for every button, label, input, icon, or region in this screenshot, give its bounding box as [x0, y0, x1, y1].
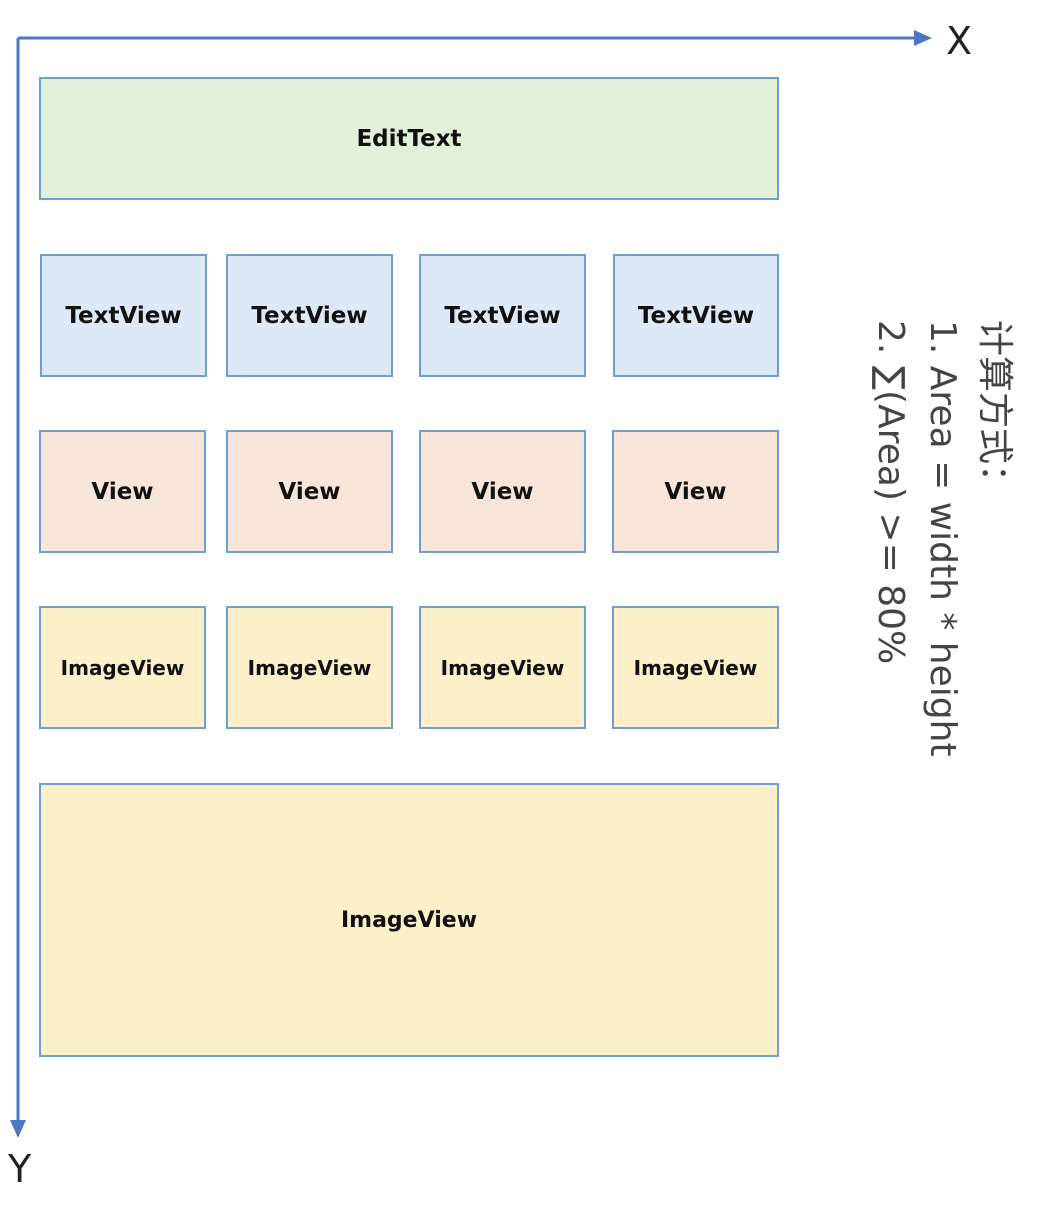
view-box-3: View	[419, 430, 586, 553]
textview-box-2: TextView	[226, 254, 393, 377]
imageview-box-4: ImageView	[612, 606, 779, 729]
x-axis-arrow-icon	[914, 30, 932, 46]
view-label: View	[471, 478, 534, 505]
textview-label: TextView	[444, 302, 561, 329]
view-label: View	[278, 478, 341, 505]
large-imageview-label: ImageView	[340, 907, 478, 933]
y-axis-arrow-icon	[10, 1120, 26, 1138]
y-axis-label: Y	[8, 1147, 32, 1191]
imageview-box-1: ImageView	[39, 606, 206, 729]
edittext-label: EditText	[356, 125, 462, 152]
imageview-label: ImageView	[247, 655, 372, 680]
formula-line-2: 2. ∑(Area) >= 80%	[870, 320, 911, 665]
view-box-4: View	[612, 430, 779, 553]
view-box-1: View	[39, 430, 206, 553]
textview-label: TextView	[65, 302, 182, 329]
formula-title: 计算方式：	[974, 320, 1015, 501]
imageview-label: ImageView	[633, 655, 758, 680]
edittext-box: EditText	[39, 77, 779, 200]
view-box-2: View	[226, 430, 393, 553]
formula-annotation: 计算方式： 1. Area = width * height 2. ∑(Area…	[864, 320, 1020, 840]
textview-box-4: TextView	[613, 254, 779, 377]
textview-label: TextView	[251, 302, 368, 329]
formula-line-1: 1. Area = width * height	[922, 320, 963, 757]
imageview-box-2: ImageView	[226, 606, 393, 729]
imageview-label: ImageView	[440, 655, 565, 680]
imageview-label: ImageView	[60, 655, 185, 680]
large-imageview-box: ImageView	[39, 783, 779, 1057]
view-label: View	[91, 478, 154, 505]
view-label: View	[664, 478, 727, 505]
x-axis-label: X	[946, 19, 973, 63]
textview-label: TextView	[637, 302, 755, 329]
textview-box-3: TextView	[419, 254, 586, 377]
textview-box-1: TextView	[40, 254, 207, 377]
imageview-box-3: ImageView	[419, 606, 586, 729]
